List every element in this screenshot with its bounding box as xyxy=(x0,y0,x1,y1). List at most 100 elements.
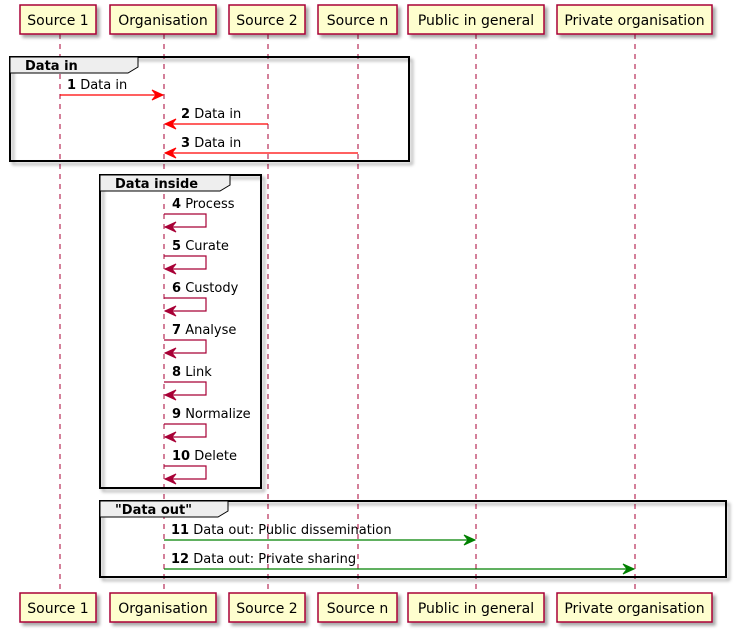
participant-box xyxy=(317,4,398,35)
message-label: 9 Normalize xyxy=(172,407,251,422)
participant-public-bottom[interactable]: Public in general xyxy=(407,592,545,623)
arrowhead-icon xyxy=(622,563,636,575)
group-frame-3: "Data out" xyxy=(99,500,727,578)
message-2: 2 Data in xyxy=(163,107,268,130)
participant-label: Source n xyxy=(327,601,388,617)
participant-label: Source n xyxy=(327,13,388,29)
message-text: Custody xyxy=(185,281,238,296)
arrowhead-icon xyxy=(151,89,165,101)
message-number: 10 xyxy=(172,449,190,464)
participant-source2-top[interactable]: Source 2 xyxy=(228,4,306,35)
message-12: 12 Data out: Private sharing xyxy=(164,552,636,575)
lifelines xyxy=(59,34,636,593)
message-number: 11 xyxy=(171,523,189,538)
message-label: 10 Delete xyxy=(172,449,237,464)
message-number: 9 xyxy=(172,407,181,422)
message-text: Data in xyxy=(194,136,241,151)
frame-border xyxy=(9,56,410,162)
message-number: 5 xyxy=(172,239,181,254)
message-number: 2 xyxy=(181,107,190,122)
participant-box xyxy=(556,592,713,623)
arrowhead-icon xyxy=(163,305,177,317)
message-label: 12 Data out: Private sharing xyxy=(171,552,356,567)
participant-organisation-top[interactable]: Organisation xyxy=(109,4,217,35)
message-label: 5 Curate xyxy=(172,239,229,254)
message-5: 5 Curate xyxy=(163,239,229,275)
frame-title-tab xyxy=(99,174,231,192)
group-frames: Data in Data inside "Data out" xyxy=(9,56,727,578)
message-11: 11 Data out: Public dissemination xyxy=(164,523,477,546)
arrowhead-icon xyxy=(163,263,177,275)
arrowhead-icon xyxy=(163,147,177,159)
group-frame-2: Data inside xyxy=(99,174,262,489)
participant-organisation-bottom[interactable]: Organisation xyxy=(109,592,217,623)
participant-source2-bottom[interactable]: Source 2 xyxy=(228,592,306,623)
message-text: Link xyxy=(185,365,212,380)
message-7: 7 Analyse xyxy=(163,323,236,359)
message-label: 7 Analyse xyxy=(172,323,236,338)
participant-private-bottom[interactable]: Private organisation xyxy=(556,592,713,623)
participant-label: Organisation xyxy=(118,13,207,29)
arrowhead-icon xyxy=(163,221,177,233)
participant-label: Organisation xyxy=(118,601,207,617)
message-number: 6 xyxy=(172,281,181,296)
participant-box xyxy=(407,4,545,35)
message-9: 9 Normalize xyxy=(163,407,251,443)
participant-box xyxy=(19,4,97,35)
arrowhead-icon xyxy=(163,347,177,359)
participant-public-top[interactable]: Public in general xyxy=(407,4,545,35)
participant-label: Public in general xyxy=(418,601,534,617)
participant-label: Public in general xyxy=(418,13,534,29)
participant-private-top[interactable]: Private organisation xyxy=(556,4,713,35)
message-label: 1 Data in xyxy=(67,78,127,93)
participant-box xyxy=(228,4,306,35)
message-text: Data out: Private sharing xyxy=(193,552,356,567)
arrowhead-icon xyxy=(163,431,177,443)
message-label: 4 Process xyxy=(172,197,235,212)
message-label: 11 Data out: Public dissemination xyxy=(171,523,392,538)
arrowhead-icon xyxy=(163,118,177,130)
message-label: 8 Link xyxy=(172,365,212,380)
message-label: 6 Custody xyxy=(172,281,239,296)
message-line xyxy=(164,381,207,396)
participant-source1-bottom[interactable]: Source 1 xyxy=(19,592,97,623)
message-number: 4 xyxy=(172,197,181,212)
message-number: 1 xyxy=(67,78,76,93)
message-4: 4 Process xyxy=(163,197,235,233)
participant-sourcen-bottom[interactable]: Source n xyxy=(317,592,398,623)
message-text: Process xyxy=(185,197,235,212)
frame-title: Data in xyxy=(25,59,78,74)
participant-label: Source 1 xyxy=(27,13,88,29)
message-number: 7 xyxy=(172,323,181,338)
message-number: 8 xyxy=(172,365,181,380)
participant-box xyxy=(317,592,398,623)
participant-label: Source 2 xyxy=(236,13,297,29)
message-line xyxy=(164,255,207,270)
arrowhead-icon xyxy=(463,534,477,546)
message-text: Analyse xyxy=(185,323,236,338)
message-10: 10 Delete xyxy=(163,449,237,485)
message-6: 6 Custody xyxy=(163,281,239,317)
message-line xyxy=(164,423,207,438)
message-label: 3 Data in xyxy=(181,136,241,151)
arrowhead-icon xyxy=(163,473,177,485)
participant-box xyxy=(109,592,217,623)
message-text: Delete xyxy=(194,449,237,464)
message-text: Data in xyxy=(194,107,241,122)
participant-sourcen-top[interactable]: Source n xyxy=(317,4,398,35)
frame-title-tab xyxy=(99,500,229,518)
participant-source1-top[interactable]: Source 1 xyxy=(19,4,97,35)
arrowhead-icon xyxy=(163,389,177,401)
message-1: 1 Data in xyxy=(60,78,165,101)
message-number: 3 xyxy=(181,136,190,151)
message-line xyxy=(164,465,207,480)
participants-bottom: Source 1 Organisation Source 2 Source n Publ… xyxy=(19,592,713,623)
participant-box xyxy=(109,4,217,35)
participant-box xyxy=(19,592,97,623)
message-number: 12 xyxy=(171,552,189,567)
participant-box xyxy=(407,592,545,623)
frame-title: "Data out" xyxy=(115,503,192,518)
message-text: Normalize xyxy=(185,407,250,422)
